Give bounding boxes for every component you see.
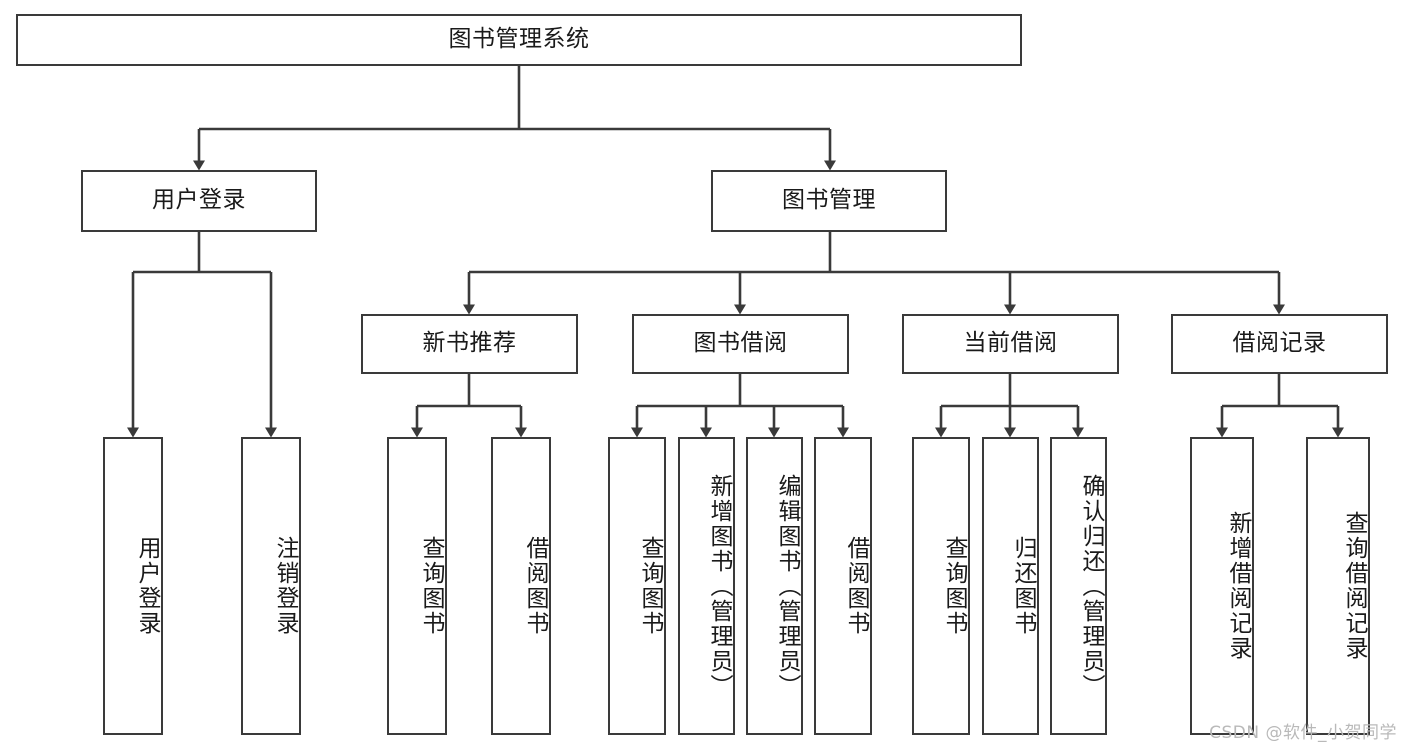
node-leaf-borrow-book-1[interactable]: 借阅图书: [491, 437, 551, 735]
node-leaf-query-borrow-record[interactable]: 查询借阅记录: [1306, 437, 1370, 735]
node-leaf-return-book[interactable]: 归还图书: [982, 437, 1039, 735]
node-label: 用户登录: [134, 536, 160, 636]
node-leaf-query-book-1[interactable]: 查询图书: [387, 437, 447, 735]
node-label: 查询借阅记录: [1341, 511, 1367, 661]
node-label: 新增图书（管理员）: [706, 473, 732, 699]
node-label: 编辑图书（管理员）: [774, 473, 800, 699]
node-leaf-query-book-2[interactable]: 查询图书: [608, 437, 666, 735]
node-label: 借阅记录: [1232, 330, 1327, 357]
node-leaf-confirm-return-admin[interactable]: 确认归还（管理员）: [1050, 437, 1107, 735]
node-label: 当前借阅: [963, 330, 1058, 357]
node-leaf-add-book-admin[interactable]: 新增图书（管理员）: [678, 437, 735, 735]
node-leaf-edit-book-admin[interactable]: 编辑图书（管理员）: [746, 437, 803, 735]
node-label: 借阅图书: [843, 536, 869, 636]
node-label: 图书管理系统: [448, 26, 590, 53]
node-label: 借阅图书: [522, 536, 548, 636]
node-leaf-query-book-3[interactable]: 查询图书: [912, 437, 970, 735]
node-leaf-logout-login[interactable]: 注销登录: [241, 437, 301, 735]
node-label: 新增借阅记录: [1225, 511, 1251, 661]
node-user-login[interactable]: 用户登录: [81, 170, 317, 232]
node-label: 确认归还（管理员）: [1078, 473, 1104, 699]
node-leaf-user-login[interactable]: 用户登录: [103, 437, 163, 735]
csdn-watermark: CSDN @软件_小贺同学: [1209, 723, 1397, 743]
node-label: 查询图书: [637, 536, 663, 636]
node-label: 新书推荐: [422, 330, 517, 357]
node-current-borrow[interactable]: 当前借阅: [902, 314, 1119, 374]
node-book-management-system[interactable]: 图书管理系统: [16, 14, 1022, 66]
node-label: 归还图书: [1010, 536, 1036, 636]
node-leaf-borrow-book-2[interactable]: 借阅图书: [814, 437, 872, 735]
node-borrow-record[interactable]: 借阅记录: [1171, 314, 1388, 374]
node-label: 图书管理: [782, 187, 876, 214]
node-label: 查询图书: [941, 536, 967, 636]
node-book-borrow[interactable]: 图书借阅: [632, 314, 849, 374]
node-label: 用户登录: [152, 187, 246, 214]
node-label: 注销登录: [272, 536, 298, 636]
node-label: 查询图书: [418, 536, 444, 636]
node-label: 图书借阅: [693, 330, 788, 357]
node-book-management[interactable]: 图书管理: [711, 170, 947, 232]
node-leaf-add-borrow-record[interactable]: 新增借阅记录: [1190, 437, 1254, 735]
node-new-book-recommend[interactable]: 新书推荐: [361, 314, 578, 374]
